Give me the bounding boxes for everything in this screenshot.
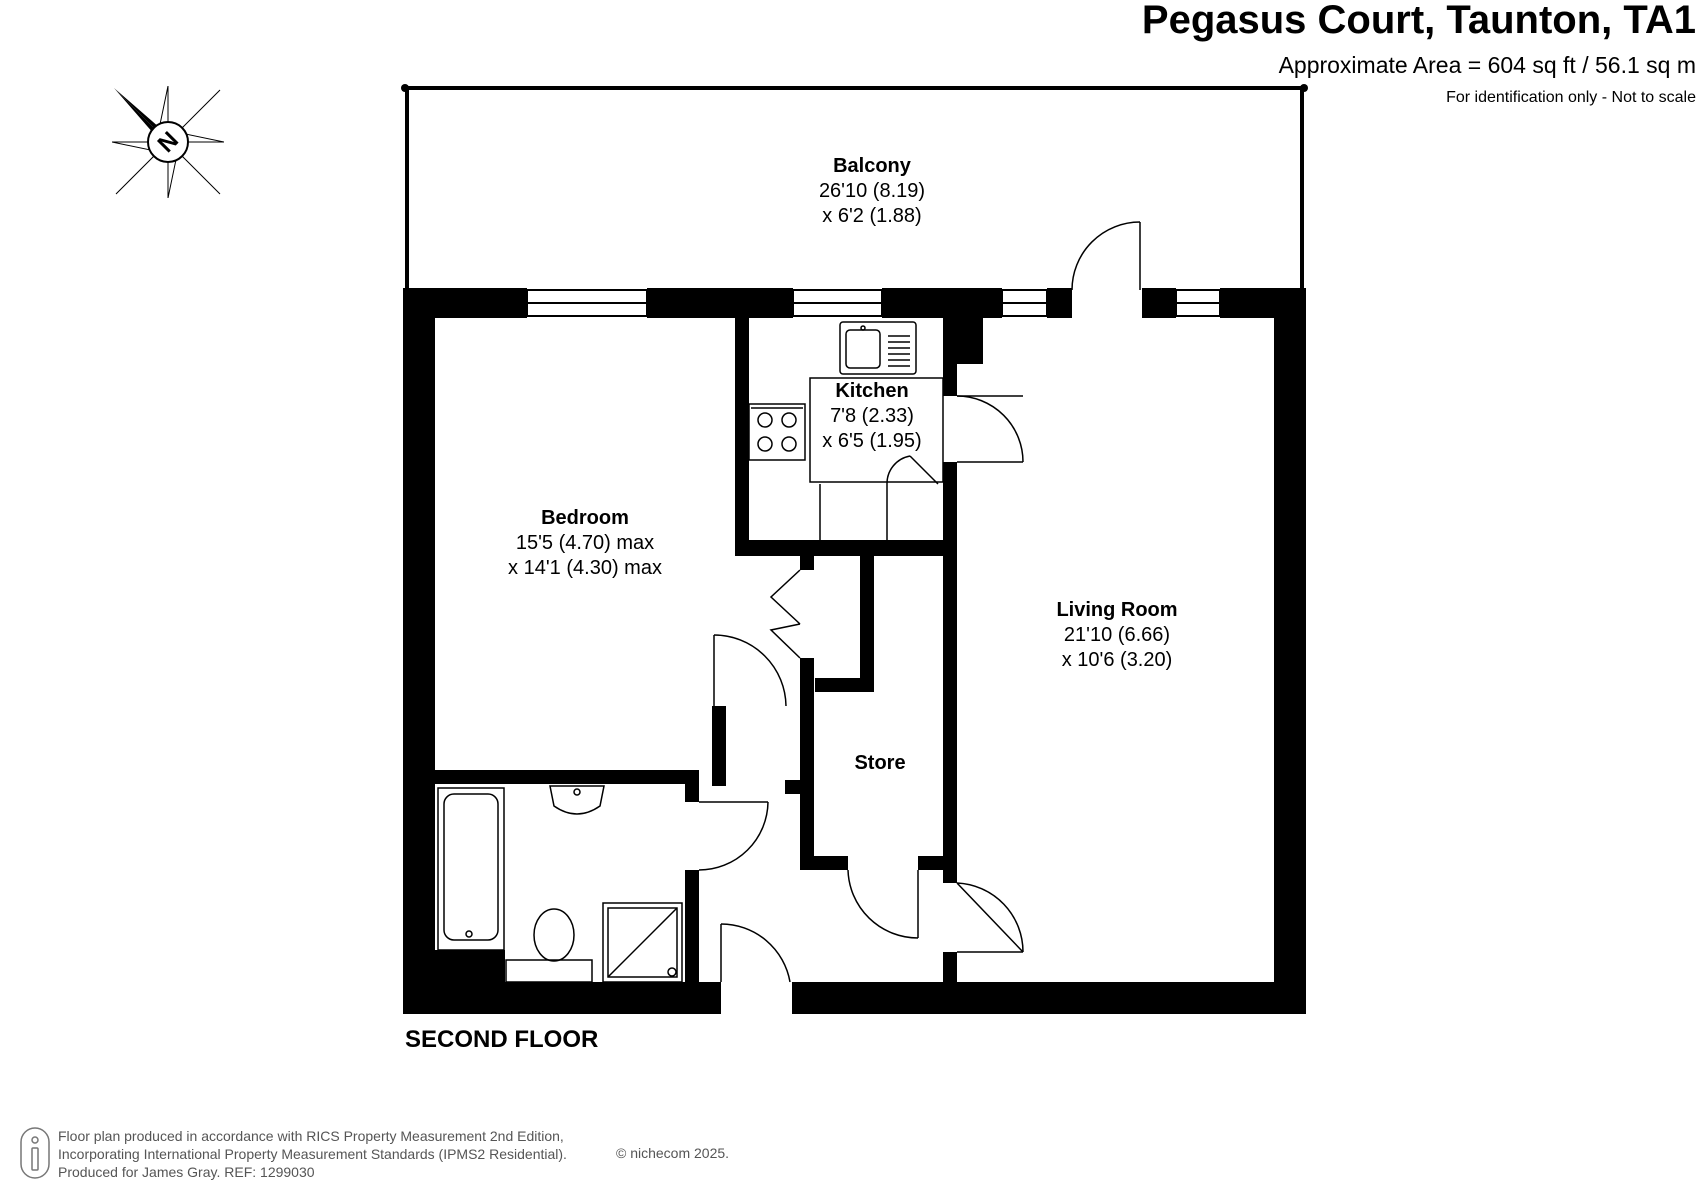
kitchen-door: [956, 395, 1024, 463]
bathtub: [437, 787, 505, 951]
footer-text: Floor plan produced in accordance with R…: [58, 1127, 567, 1181]
kitchen-counter: [809, 377, 944, 483]
toilet: [505, 908, 593, 983]
scale-note: For identification only - Not to scale: [1446, 89, 1696, 106]
room-dimension: x 10'6 (3.20): [1061, 649, 1173, 671]
room-name: Kitchen: [835, 380, 909, 402]
approximate-area: Approximate Area = 604 sq ft / 56.1 sq m: [1278, 52, 1696, 78]
bathroom-door: [698, 801, 769, 871]
living-room-door: [956, 882, 1024, 953]
entrance-door: [720, 923, 791, 983]
store-door: [847, 869, 919, 939]
balcony-outline: [405, 86, 1304, 290]
room-name: Store: [854, 752, 906, 774]
balcony-corner-dot: [401, 84, 409, 92]
balcony-corner-dot: [1300, 84, 1308, 92]
hob: [748, 403, 806, 461]
windows: [526, 289, 1221, 317]
wardrobe-door: [769, 569, 801, 659]
washbasin: [549, 785, 605, 815]
footer-line: Produced for James Gray. REF: 1299030: [58, 1164, 315, 1180]
kitchen-cupboard-door: [819, 455, 939, 540]
room-label-store: Store: [854, 751, 905, 776]
outer-walls: [403, 288, 1306, 1014]
footer-line: Floor plan produced in accordance with R…: [58, 1128, 564, 1144]
room-dimension: 15'5 (4.70) max: [515, 532, 655, 554]
room-name: Balcony: [833, 155, 911, 177]
shower: [602, 902, 683, 983]
room-dimension: 26'10 (8.19): [818, 180, 926, 202]
property-title: Pegasus Court, Taunton, TA1: [1141, 0, 1696, 42]
footer-line: Incorporating International Property Mea…: [58, 1146, 567, 1162]
room-dimension: x 6'5 (1.95): [822, 430, 922, 452]
brand-copyright: © nichecom 2025.: [616, 1145, 730, 1161]
kitchen-sink: [839, 321, 917, 375]
room-name: Bedroom: [541, 507, 629, 529]
room-dimension: 7'8 (2.33): [830, 405, 914, 427]
balcony-door: [1071, 221, 1141, 291]
room-dimension: x 14'1 (4.30) max: [508, 557, 662, 579]
room-label-living-room: Living Room 21'10 (6.66) x 10'6 (3.20): [1056, 598, 1177, 673]
room-dimension: 21'10 (6.66): [1063, 624, 1171, 646]
bedroom-door: [713, 634, 787, 707]
info-icon: [20, 1127, 50, 1179]
compass-icon: N: [112, 86, 224, 198]
room-label-bedroom: Bedroom 15'5 (4.70) max x 14'1 (4.30) ma…: [508, 506, 662, 581]
room-dimension: x 6'2 (1.88): [822, 205, 922, 227]
interior-walls: [433, 316, 983, 984]
room-name: Living Room: [1056, 599, 1178, 621]
room-label-balcony: Balcony 26'10 (8.19) x 6'2 (1.88): [819, 154, 925, 229]
floor-label: SECOND FLOOR: [405, 1026, 599, 1053]
room-label-kitchen: Kitchen 7'8 (2.33) x 6'5 (1.95): [822, 379, 921, 454]
